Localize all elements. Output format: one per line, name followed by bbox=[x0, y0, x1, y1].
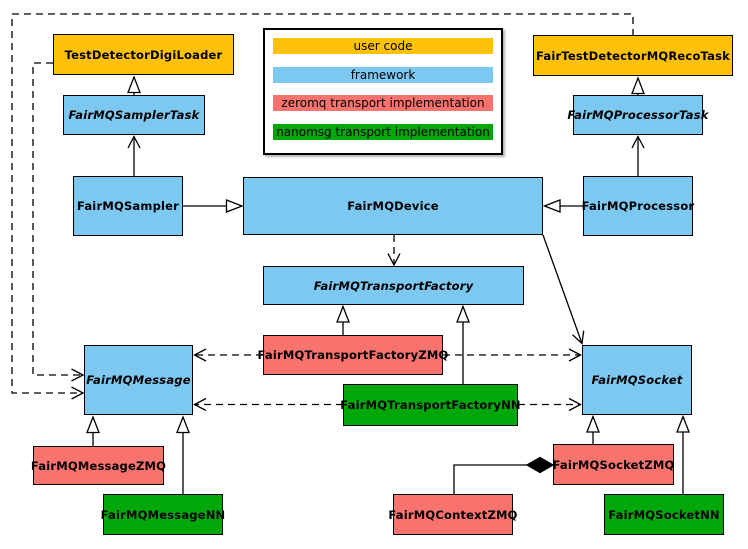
node-fairmqmessagenn: FairMQMessageNN bbox=[100, 494, 226, 535]
legend-label: nanomsg transport implementation bbox=[276, 124, 490, 139]
node-fairmqsocketzmq: FairMQSocketZMQ bbox=[553, 444, 674, 485]
node-label: TestDetectorDigiLoader bbox=[64, 47, 223, 62]
node-label: FairMQProcessor bbox=[581, 199, 695, 213]
node-label: FairMQSocket bbox=[591, 373, 683, 387]
node-label: FairMQMessageNN bbox=[100, 507, 226, 522]
node-fairtestdetectormqrecotask: FairTestDetectorMQRecoTask bbox=[533, 35, 733, 76]
node-label: FairMQSocketZMQ bbox=[552, 457, 675, 472]
composition-diamond-icon bbox=[525, 456, 555, 474]
node-label: FairMQTransportFactory bbox=[313, 278, 474, 293]
node-fairmqdevice: FairMQDevice bbox=[243, 177, 543, 235]
node-fairmqprocessortask: FairMQProcessorTask bbox=[567, 95, 708, 135]
node-label: FairMQProcessorTask bbox=[567, 108, 709, 122]
legend-item-framework: framework bbox=[273, 66, 493, 83]
node-fairmqmessagezmq: FairMQMessageZMQ bbox=[30, 446, 167, 485]
edge-recotask-message-dependency bbox=[11, 13, 634, 400]
node-label: FairMQTransportFactoryNN bbox=[340, 398, 521, 412]
node-label: FairMQMessageZMQ bbox=[30, 458, 167, 473]
legend-label: user code bbox=[353, 39, 413, 53]
node-testdetectordigiloader: TestDetectorDigiLoader bbox=[53, 34, 234, 75]
node-fairmqtransportfactoryzmq: FairMQTransportFactoryZMQ bbox=[258, 335, 448, 375]
node-label: FairMQContextZMQ bbox=[388, 507, 518, 522]
legend-label: zeromq transport implementation bbox=[281, 96, 485, 111]
legend-item-zeromq: zeromq transport implementation bbox=[273, 95, 493, 112]
legend-item-nanomsg: nanomsg transport implementation bbox=[273, 123, 493, 140]
node-fairmqsocket: FairMQSocket bbox=[582, 345, 692, 415]
legend: user code framework zeromq transport imp… bbox=[263, 28, 503, 155]
node-label: FairMQTransportFactoryZMQ bbox=[257, 348, 449, 362]
node-label: FairMQSamplerTask bbox=[68, 108, 200, 122]
edge-contextzmq-socketzmq-composition bbox=[453, 464, 527, 494]
legend-item-user-code: user code bbox=[273, 38, 493, 54]
node-fairmqprocessor: FairMQProcessor bbox=[581, 176, 695, 236]
node-fairmqtransportfactory: FairMQTransportFactory bbox=[263, 266, 524, 305]
node-label: FairMQMessage bbox=[86, 373, 191, 387]
node-label: FairTestDetectorMQRecoTask bbox=[536, 48, 730, 63]
node-fairmqcontextzmq: FairMQContextZMQ bbox=[388, 494, 517, 535]
node-fairmqmessage: FairMQMessage bbox=[84, 345, 193, 415]
legend-label: framework bbox=[350, 67, 416, 82]
node-fairmqtransportfactorynn: FairMQTransportFactoryNN bbox=[340, 384, 521, 426]
node-label: FairMQDevice bbox=[347, 199, 439, 213]
node-label: FairMQSampler bbox=[76, 199, 180, 213]
node-fairmqsamplertask: FairMQSamplerTask bbox=[63, 95, 205, 135]
node-fairmqsampler: FairMQSampler bbox=[73, 176, 183, 236]
edge-device-socket-association bbox=[542, 234, 585, 345]
node-fairmqsocketnn: FairMQSocketNN bbox=[604, 494, 724, 535]
node-label: FairMQSocketNN bbox=[608, 507, 720, 522]
